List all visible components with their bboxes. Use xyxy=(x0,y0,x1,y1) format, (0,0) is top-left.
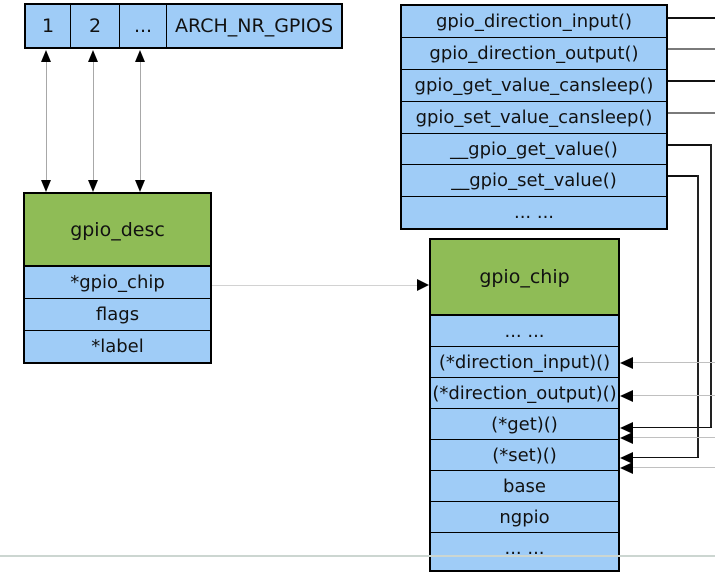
array-cell-2: 2 xyxy=(70,5,119,47)
window-bottom-edge xyxy=(0,555,715,557)
arrowhead-set-2 xyxy=(620,462,633,474)
api-item-gpio-get-value-cansleep: gpio_get_value_cansleep() xyxy=(402,68,666,101)
api-item-gpio-set-value: __gpio_set_value() xyxy=(402,164,666,196)
arrowhead-up-3 xyxy=(135,50,145,62)
double-arrow-line-3 xyxy=(139,56,141,186)
gpio-chip-field-base: base xyxy=(431,470,618,501)
arrowhead-set-1 xyxy=(620,452,633,464)
gpio-desc-field-flags: flags xyxy=(25,298,210,330)
gpio-desc-struct: gpio_desc *gpio_chip flags *label xyxy=(23,192,212,364)
connector-direction-input-out xyxy=(668,17,715,19)
connector-get-cansleep-out xyxy=(668,80,715,82)
gpio-api-list: gpio_direction_input() gpio_direction_ou… xyxy=(400,4,668,231)
api-item-gpio-set-value-cansleep: gpio_set_value_cansleep() xyxy=(402,100,666,133)
gpio-chip-field-ellipsis-bottom: ... ... xyxy=(431,532,618,563)
arrowhead-up-1 xyxy=(41,50,51,62)
double-arrow-line-2 xyxy=(92,56,94,186)
api-item-ellipsis: ... ... xyxy=(402,196,666,228)
api-item-gpio-direction-output: gpio_direction_output() xyxy=(402,36,666,69)
pointer-line-desc-to-chip xyxy=(212,285,419,286)
arrowhead-direction-output xyxy=(620,390,633,402)
connector-return-direction-input xyxy=(633,362,715,363)
connector-set-value-h xyxy=(668,175,699,177)
connector-return-set-cansleep xyxy=(633,467,715,468)
api-item-gpio-direction-input: gpio_direction_input() xyxy=(435,10,633,32)
connector-get-value-v xyxy=(710,144,712,428)
array-cell-dots: ... xyxy=(119,5,166,47)
gpio-chip-field-set: (*set)() xyxy=(431,439,618,470)
arrowhead-down-3 xyxy=(135,180,145,192)
gpio-chip-field-direction-output: (*direction_output)() xyxy=(431,377,618,408)
gpio-desc-field-label: *label xyxy=(25,330,210,362)
api-item-gpio-get-value: __gpio_get_value() xyxy=(402,132,666,165)
gpio-chip-field-ellipsis-top: ... ... xyxy=(504,320,545,342)
gpio-index-array: 1 2 ... ARCH_NR_GPIOS xyxy=(24,3,343,49)
arrowhead-get-1 xyxy=(620,422,633,434)
gpio-chip-field-ngpio: ngpio xyxy=(431,501,618,532)
arrowhead-up-2 xyxy=(88,50,98,62)
connector-set-value-return xyxy=(633,457,699,458)
arrowhead-right-chip xyxy=(417,279,429,291)
arrowhead-get-2 xyxy=(620,432,633,444)
connector-direction-output-out xyxy=(668,48,715,50)
gpio-chip-field-direction-input: (*direction_input)() xyxy=(431,346,618,377)
double-arrow-line-1 xyxy=(45,56,47,186)
gpio-desc-title: gpio_desc xyxy=(25,194,210,267)
connector-get-value-return xyxy=(633,427,712,428)
arrowhead-down-2 xyxy=(88,180,98,192)
gpio-chip-struct: gpio_chip ... ... (*direction_input)() (… xyxy=(429,238,620,572)
arrowhead-direction-input xyxy=(620,357,633,369)
connector-set-cansleep-out xyxy=(668,112,715,114)
connector-set-value-v xyxy=(697,175,699,458)
connector-return-direction-output xyxy=(633,395,715,396)
arrowhead-down-1 xyxy=(41,180,51,192)
gpio-chip-field-get: (*get)() xyxy=(431,408,618,439)
connector-get-value-h xyxy=(668,144,712,146)
array-cell-arch-nr-gpios: ARCH_NR_GPIOS xyxy=(166,5,341,47)
connector-return-get-cansleep xyxy=(633,437,715,438)
gpio-desc-field-gpio-chip: *gpio_chip xyxy=(70,272,165,293)
gpio-chip-title: gpio_chip xyxy=(431,240,618,316)
array-cell-1: 1 xyxy=(41,15,55,37)
